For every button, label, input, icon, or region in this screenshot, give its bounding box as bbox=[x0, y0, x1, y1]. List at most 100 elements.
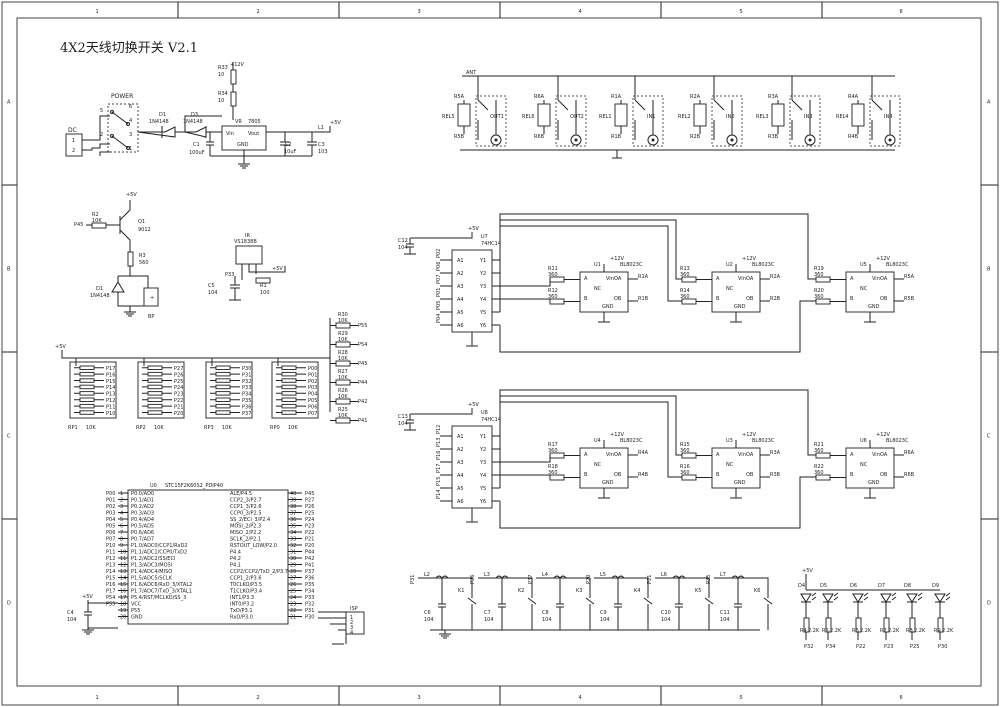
button-cap-val: 104 bbox=[484, 617, 494, 623]
col-label-bottom: 5 bbox=[740, 695, 743, 701]
col-label-bottom: 2 bbox=[257, 695, 260, 701]
mcu-left-name: P55 bbox=[131, 608, 140, 614]
drv-ref: U6 bbox=[860, 438, 867, 444]
rp-pin-label: P36 bbox=[242, 404, 251, 410]
power-section: DC 1 2 POWER 5 6 4 3 2 1 D1 1N4148 D3 1N… bbox=[65, 62, 341, 169]
rp-pin-label: P17 bbox=[106, 366, 115, 372]
rp-pin-label: P06 bbox=[308, 404, 317, 410]
mcu-right-port: P26 bbox=[305, 504, 314, 510]
hc-pin-a: A3 bbox=[457, 460, 464, 466]
row-label-left: A bbox=[7, 100, 11, 106]
mcu-section: U0 STC15F2K60S2_PDIP40 C4 104 +5V ISP 1 … bbox=[67, 483, 365, 645]
row-label-left: D bbox=[7, 601, 11, 607]
drv-out-b: R4B bbox=[638, 472, 649, 478]
rp-resistor bbox=[147, 378, 163, 383]
c3-value: 103 bbox=[318, 149, 328, 155]
mcu-part: STC15F2K60S2_PDIP40 bbox=[165, 483, 223, 489]
rp-resistor bbox=[79, 371, 95, 377]
hc-pin-a: A4 bbox=[457, 473, 464, 479]
hc-cap-label: C13 bbox=[398, 414, 408, 420]
mcu-left-name: P0.5/AD5 bbox=[131, 524, 154, 530]
led-ref: D6 bbox=[850, 583, 857, 589]
c2-label: C2 bbox=[285, 142, 292, 148]
drv-res-a: R19 bbox=[814, 266, 824, 272]
drv-res-a-val: 360 bbox=[548, 272, 558, 278]
pullup-value: 10K bbox=[338, 413, 348, 419]
button-key: K4 bbox=[634, 588, 640, 594]
vr-vout: Vout bbox=[248, 131, 259, 137]
hc-input-port: P06 bbox=[436, 262, 442, 271]
hc-pin-y: Y2 bbox=[479, 447, 486, 453]
rp-resistor bbox=[79, 397, 95, 402]
mcu-right-name: P4.2 bbox=[230, 556, 241, 562]
d3-label: D3 bbox=[191, 112, 198, 118]
mcu-right-num: 27 bbox=[290, 576, 296, 582]
bp-vcc: +5V bbox=[126, 192, 137, 198]
ir-vcc: +5V bbox=[272, 266, 283, 272]
hc-pin-y: Y6 bbox=[479, 499, 486, 505]
mcu-left-port: P11 bbox=[106, 550, 115, 556]
mcu-right-name: CCP0_3/P2.5 bbox=[230, 511, 262, 517]
led-port: P30 bbox=[938, 644, 947, 650]
rp-resistor bbox=[215, 384, 231, 390]
rp-pin-label: P37 bbox=[242, 411, 251, 417]
vr-vin: Vin bbox=[226, 131, 234, 137]
rp-resistor bbox=[281, 365, 297, 370]
button-key: K3 bbox=[576, 588, 582, 594]
hc-pin-a: A6 bbox=[457, 499, 464, 505]
resistor bbox=[335, 322, 351, 329]
mcu-left-num: 17 bbox=[120, 595, 126, 601]
drv-pin-nc: NC bbox=[594, 462, 602, 468]
mcu-left-num: 5 bbox=[120, 517, 123, 523]
col-label-top: 3 bbox=[418, 9, 421, 15]
dc-pin1: 1 bbox=[72, 138, 75, 144]
button-key: K6 bbox=[754, 588, 760, 594]
button-cap: C7 bbox=[484, 610, 491, 616]
svg-text:+: + bbox=[150, 295, 154, 301]
hc-pin-y: Y3 bbox=[479, 284, 486, 290]
drv-out-a: R2A bbox=[770, 274, 781, 280]
pullup-port: P54 bbox=[358, 342, 367, 348]
isp-header bbox=[345, 611, 365, 635]
col-label-top: 6 bbox=[900, 9, 903, 15]
drv-pin-vin: Vin bbox=[738, 276, 746, 282]
rp-name: RP2 bbox=[136, 425, 146, 431]
mcu-right-port: P35 bbox=[305, 582, 314, 588]
drv-pin-ob: OB bbox=[614, 296, 622, 302]
drv-pin-gnd: GND bbox=[734, 480, 746, 486]
pullup-name: R27 bbox=[338, 369, 348, 375]
mcu-left-name: P0.3/AD3 bbox=[131, 511, 154, 517]
drv-pin-oa: OA bbox=[746, 452, 754, 458]
hc-input-port: P07 bbox=[436, 275, 442, 284]
mcu-right-num: 33 bbox=[290, 537, 296, 543]
c3-label: C3 bbox=[318, 142, 325, 148]
mcu-right-port: P44 bbox=[305, 550, 314, 556]
rp-pin-label: P34 bbox=[242, 392, 251, 398]
mcu-left-num: 7 bbox=[120, 530, 123, 536]
relay-name: REL1 bbox=[599, 114, 612, 120]
rp-resistor bbox=[79, 378, 95, 383]
led-res: R4 bbox=[800, 628, 807, 634]
drv-res-b: R14 bbox=[680, 288, 690, 294]
drv-pin-nc: NC bbox=[726, 462, 734, 468]
hc-pin-a: A1 bbox=[457, 434, 464, 440]
rp-resistor bbox=[215, 397, 231, 402]
col-label-top: 4 bbox=[579, 9, 582, 15]
hc-ref: U8 bbox=[481, 410, 488, 416]
button-inductor: L7 bbox=[720, 572, 726, 578]
mcu-right-port: P42 bbox=[305, 556, 314, 562]
rp-body bbox=[205, 361, 253, 419]
relay-coil-b: R2B bbox=[690, 134, 701, 140]
relay-coil bbox=[693, 103, 707, 127]
rp-pin-label: P13 bbox=[106, 392, 115, 398]
mcu-left-port: P00 bbox=[106, 491, 115, 497]
relay-name: REL4 bbox=[836, 114, 849, 120]
